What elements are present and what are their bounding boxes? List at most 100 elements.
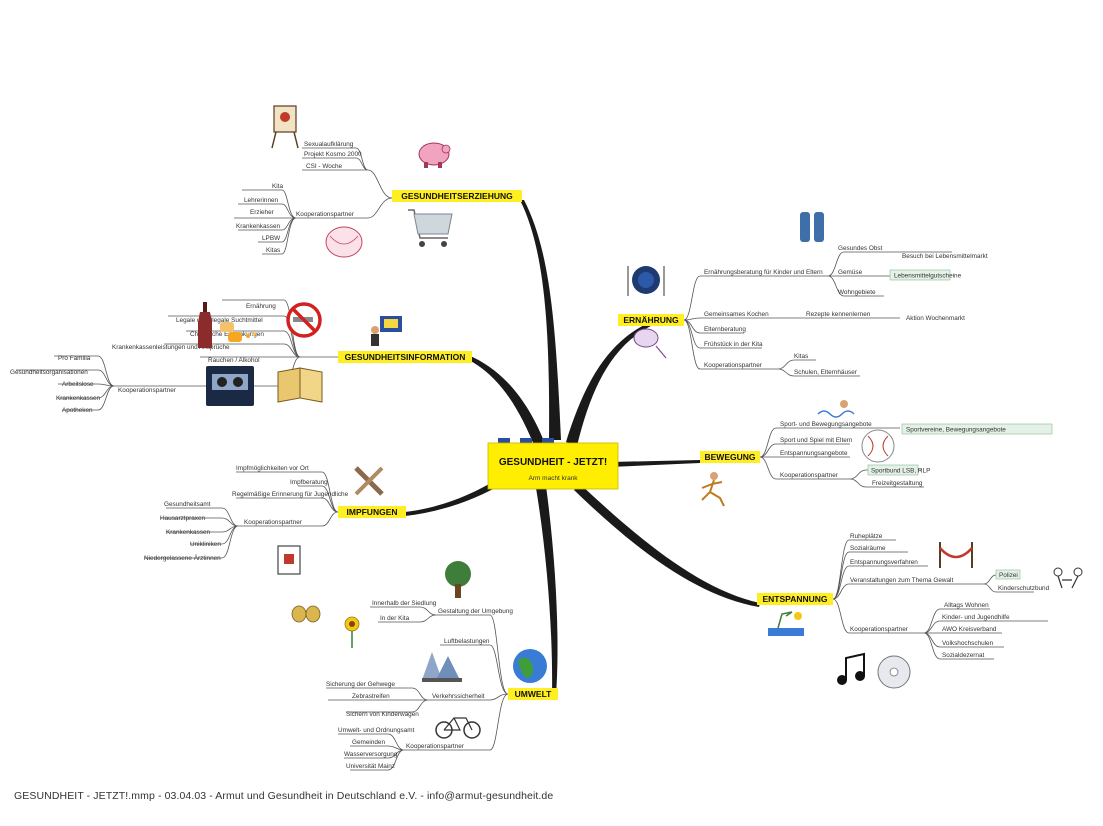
umwelt-item-1: Luftbelastungen (444, 638, 490, 645)
ernaehrung-beratung-2: Wohngebiete (838, 289, 876, 296)
information-partner-1: Gesundheitsorganisationen (10, 369, 88, 376)
branch-ernaehrung[interactable]: ERNÄHRUNG Ernährungsberatung für Kinder … (618, 245, 988, 377)
trunk-entspannung (574, 484, 760, 607)
impfungen-item-3: Kooperationspartner (244, 519, 303, 526)
bewegung-item-1: Sport und Spiel mit Eltern (780, 437, 853, 444)
bewegung-chip-sport: Sportvereine, Bewegungsangebote (906, 427, 1006, 434)
umwelt-item-0: Gestaltung der Umgebung (438, 608, 513, 615)
information-item-3: Krankenkassenleistungen und Ansprüche (112, 344, 230, 351)
trunk-umwelt (536, 486, 558, 695)
ernaehrung-chip: Lebensmittelgutscheine (894, 273, 962, 280)
baseball-icon (861, 429, 895, 463)
branch-ernaehrung-label: ERNÄHRUNG (623, 315, 679, 325)
impfungen-item-1: Impfberatung (290, 479, 328, 486)
fighting-figures-icon (1053, 567, 1083, 589)
impfungen-partner-0: Gesundheitsamt (164, 501, 211, 508)
tree-icon (445, 561, 471, 598)
umwelt-verkehr-2: Sichern von Kinderwagen (346, 711, 419, 718)
erziehung-item-1: Projekt Kosmo 2000 (304, 151, 362, 158)
ernaehrung-beratung-1: Gemüse (838, 269, 863, 276)
entspannung-partner-3: Volkshochschulen (942, 640, 994, 647)
ernaehrung-item-2: Elternberatung (704, 326, 746, 333)
branch-information-label: GESUNDHEITSINFORMATION (345, 352, 466, 362)
information-partner-0: Pro Familia (58, 355, 91, 362)
branch-impfungen-label: IMPFUNGEN (347, 507, 398, 517)
center-box (487, 442, 619, 490)
information-partner-4: Apotheken (62, 407, 93, 414)
branch-umwelt[interactable]: UMWELT Gestaltung der Umgebung Luftbelas… (326, 600, 558, 771)
umwelt-item-2: Verkehrssicherheit (432, 693, 485, 700)
footer-caption: GESUNDHEIT - JETZT!.mmp - 03.04.03 - Arm… (14, 790, 554, 802)
wine-bottle-icon (198, 302, 212, 348)
bewegung-partner-extra: Freizeitgestaltung (872, 480, 923, 487)
swimmer-icon (817, 400, 855, 418)
bewegung-item-3: Kooperationspartner (780, 472, 839, 479)
entspannung-item-0: Ruheplätze (850, 533, 883, 540)
ernaehrung-kochen-0: Rezepte kennenlernen (806, 311, 871, 318)
information-item-2: Chronische Erkrankungen (190, 331, 264, 338)
globe-icon (513, 649, 547, 683)
entspannung-item-3: Veranstaltungen zum Thema Gewalt (850, 577, 953, 584)
branch-erziehung-label: GESUNDHEITSERZIEHUNG (401, 191, 513, 201)
syringe-icon (354, 466, 384, 496)
entspannung-partner-1: Kinder- und Jugendhilfe (942, 614, 1010, 621)
impfungen-partner-4: Niedergelassene Ärztinnen (144, 554, 221, 562)
information-partner-3: Krankenkassen (56, 395, 100, 402)
impfungen-partner-1: Hausarztpraxen (160, 515, 206, 522)
hands-icon (800, 212, 824, 242)
trunk-bewegung (610, 460, 700, 467)
erziehung-partner-5: Kitas (266, 247, 280, 254)
butterfly-icon (291, 605, 321, 623)
open-book-icon (277, 367, 323, 403)
ernaehrung-item-3: Frühstück in der Kita (704, 341, 763, 348)
flower-icon (344, 616, 360, 648)
umwelt-verkehr-0: Sicherung der Gehwege (326, 681, 395, 688)
factory-icon (422, 652, 462, 682)
branch-entspannung[interactable]: ENTSPANNUNG Ruheplätze Sozialräume Entsp… (757, 533, 1050, 660)
impfungen-partner-2: Krankenkassen (166, 529, 210, 536)
branch-umwelt-label: UMWELT (515, 689, 552, 699)
umwelt-partner-3: Universität Mainz (346, 763, 395, 770)
bicycle-icon (435, 717, 481, 739)
branch-bewegung[interactable]: BEWEGUNG Sport- und Bewegungsangebote Sp… (700, 421, 1053, 488)
impfungen-partner-3: Unikliniken (190, 541, 221, 548)
entspannung-chip-1: Kinderschutzbund (998, 585, 1050, 592)
branch-impfungen[interactable]: IMPFUNGEN Impfmöglichkeiten vor Ort Impf… (144, 465, 406, 562)
umwelt-partner-2: Wasserversorgung (344, 751, 398, 758)
branch-bewegung-label: BEWEGUNG (705, 452, 756, 462)
erziehung-partner-3: Krankenkassen (236, 223, 280, 230)
entspannung-partner-2: AWO Kreisverband (942, 626, 997, 633)
ernaehrung-partner-0: Kitas (794, 353, 808, 360)
vaccination-card-icon (277, 545, 301, 575)
entspannung-item-4: Kooperationspartner (850, 626, 909, 633)
center-node[interactable]: GESUNDHEIT - JETZT! Arm macht krank (487, 438, 619, 490)
erziehung-partner-0: Kita (272, 183, 283, 190)
basket-icon (325, 226, 363, 258)
no-smoking-icon (286, 302, 322, 338)
trunk-ernaehrung (566, 320, 657, 446)
bewegung-item-0: Sport- und Bewegungsangebote (780, 421, 872, 428)
ernaehrung-partner-1: Schulen, Elternhäuser (794, 369, 858, 376)
bewegung-item-2: Entspannungsangebote (780, 450, 848, 457)
information-item-0: Ernährung (246, 303, 276, 310)
ernaehrung-beratung-extra: Besuch bei Lebensmittelmarkt (902, 253, 988, 260)
entspannung-chip-0: Polizei (999, 572, 1018, 579)
ernaehrung-item-1: Gemeinsames Kochen (704, 311, 769, 318)
music-notes-icon (837, 652, 865, 685)
branch-erziehung[interactable]: GESUNDHEITSERZIEHUNG Sexualaufklärung Pr… (234, 141, 522, 255)
pills-icon (220, 322, 256, 342)
impfungen-item-2: Regelmäßige Erinnerung für Jugendliche (232, 491, 349, 498)
trunk-erziehung (520, 200, 561, 440)
impfungen-item-0: Impfmöglichkeiten vor Ort (236, 465, 309, 472)
piggy-bank-icon (418, 142, 451, 168)
umwelt-sub-0: Innerhalb der Siedlung (372, 600, 437, 607)
cd-icon (877, 655, 911, 689)
erziehung-item-3: Kooperationspartner (296, 211, 355, 218)
hammock-icon (939, 542, 973, 568)
umwelt-partner-1: Gemeinden (352, 739, 385, 746)
umwelt-sub-1: In der Kita (380, 615, 410, 622)
branch-entspannung-label: ENTSPANNUNG (762, 594, 827, 604)
entspannung-partner-4: Sozialdezernat (942, 652, 985, 659)
erziehung-item-0: Sexualaufklärung (304, 141, 354, 148)
center-title: GESUNDHEIT - JETZT! (499, 457, 607, 468)
